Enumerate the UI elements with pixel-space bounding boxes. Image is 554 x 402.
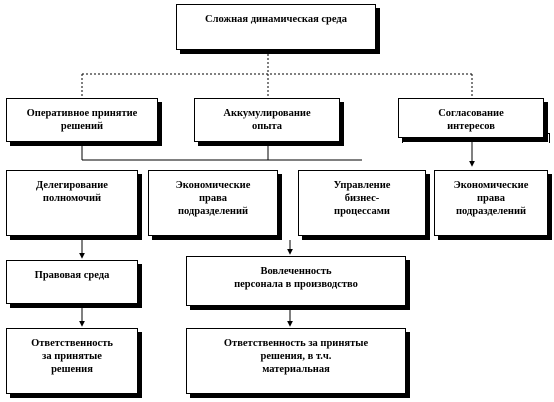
node-experience-line-1: Аккумулирование: [223, 108, 311, 119]
node-involvement-line-1: Вовлеченность: [260, 266, 332, 277]
node-business: Управление бизнес- процессами: [298, 170, 426, 236]
node-econ-rights-1-line-3: подразделений: [177, 206, 249, 217]
node-business-line-1: Управление: [333, 180, 391, 191]
node-econ-rights-1: Экономические права подразделений: [148, 170, 278, 236]
node-interests-line-1: Согласование: [438, 108, 504, 119]
node-interests-line-2: интересов: [447, 121, 495, 132]
node-root: Сложная динамическая среда: [176, 4, 376, 50]
node-delegation: Делегирование полномочий: [6, 170, 138, 236]
node-responsibility-1-line-1: Ответственность: [31, 338, 113, 349]
node-responsibility-2-line-3: материальная: [262, 364, 330, 375]
node-experience-line-2: опыта: [251, 121, 283, 132]
node-experience: Аккумулирование опыта: [194, 98, 340, 142]
node-operative-line-2: решений: [60, 121, 104, 132]
node-root-line-1: Сложная динамическая среда: [205, 14, 347, 25]
node-involvement-line-2: персонала в производство: [234, 279, 358, 290]
node-econ-rights-2-line-2: права: [476, 193, 506, 204]
node-responsibility-2-line-1: Ответственность за принятые: [223, 338, 369, 349]
node-operative-line-1: Оперативное принятие: [26, 108, 138, 119]
node-delegation-line-1: Делегирование: [36, 180, 108, 191]
node-responsibility-1-line-2: за принятые: [42, 351, 102, 362]
node-econ-rights-1-line-2: права: [198, 193, 228, 204]
node-responsibility-2: Ответственность за принятые решения, в т…: [186, 328, 406, 394]
node-responsibility-1-line-3: решения: [51, 364, 93, 375]
node-econ-rights-2: Экономические права подразделений: [434, 170, 548, 236]
node-econ-rights-1-line-1: Экономические: [175, 180, 251, 191]
node-business-line-2: бизнес-: [344, 193, 380, 204]
node-delegation-line-2: полномочий: [42, 193, 102, 204]
node-business-line-3: процессами: [334, 206, 390, 217]
node-involvement: Вовлеченность персонала в производство: [186, 256, 406, 306]
node-responsibility-1: Ответственность за принятые решения: [6, 328, 138, 394]
node-legal-line-1: Правовая среда: [34, 270, 110, 281]
node-econ-rights-2-line-1: Экономические: [453, 180, 529, 191]
node-responsibility-2-line-2: решения, в т.ч.: [260, 351, 332, 362]
node-interests: Согласование интересов: [398, 98, 544, 138]
node-legal: Правовая среда: [6, 260, 138, 304]
node-operative: Оперативное принятие решений: [6, 98, 158, 142]
node-econ-rights-2-line-3: подразделений: [455, 206, 527, 217]
